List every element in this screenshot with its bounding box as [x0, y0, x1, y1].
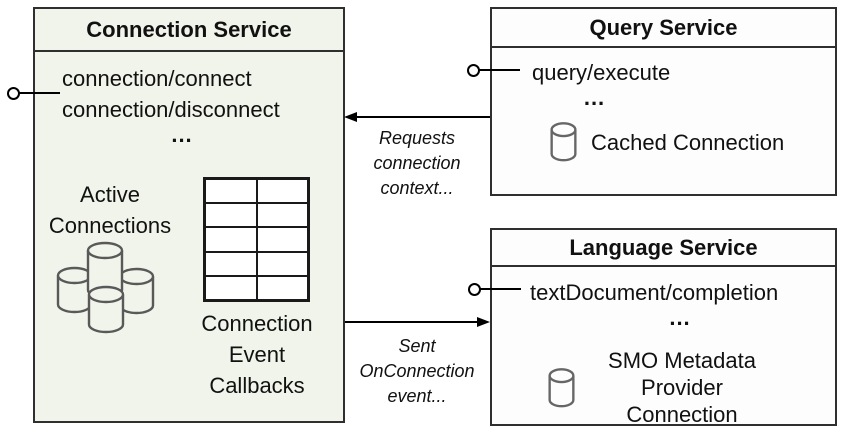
- table-cell: [205, 275, 257, 300]
- query-service-header: Query Service: [492, 9, 835, 48]
- table-cell: [205, 227, 257, 252]
- query-port-icon: [467, 64, 480, 77]
- table-cell: [256, 179, 308, 204]
- requests-arrow-line: [357, 116, 490, 118]
- language-methods: textDocument/completion ...: [530, 277, 830, 330]
- sent-arrowhead-icon: [477, 317, 490, 327]
- method-connection-disconnect: connection/disconnect: [62, 97, 280, 122]
- language-port-line: [479, 288, 521, 290]
- table-cell: [205, 179, 257, 204]
- cached-connection-label: Cached Connection: [591, 129, 785, 155]
- database-cluster-icon: [56, 241, 155, 334]
- connection-table: [203, 177, 310, 302]
- methods-ellipsis: ...: [583, 85, 606, 110]
- table-cell: [256, 275, 308, 300]
- database-icon: [550, 122, 577, 162]
- smo-provider-label: SMO Metadata Provider Connection: [608, 348, 756, 427]
- language-service-box: Language Service textDocument/completion…: [490, 228, 837, 428]
- sent-arrow-line: [345, 321, 478, 323]
- methods-ellipsis: ...: [669, 305, 691, 330]
- query-service-title: Query Service: [589, 14, 738, 40]
- connection-port-line: [18, 92, 60, 94]
- table-cell: [256, 251, 308, 276]
- table-cell: [205, 251, 257, 276]
- sent-arrow-label: Sent OnConnection event...: [359, 336, 475, 406]
- connection-event-callbacks-label: Connection Event Callbacks: [201, 311, 313, 398]
- method-connection-connect: connection/connect: [62, 66, 252, 91]
- table-cell: [256, 203, 308, 228]
- query-service-box: Query Service query/execute ... Cached C…: [490, 7, 837, 196]
- database-icon: [548, 367, 575, 407]
- requests-arrow-label: Requests connection context...: [373, 128, 461, 198]
- methods-ellipsis: ...: [171, 122, 193, 147]
- language-port-icon: [468, 283, 481, 296]
- language-service-title: Language Service: [569, 234, 758, 260]
- method-textdocument-completion: textDocument/completion: [530, 280, 779, 305]
- requests-arrowhead-icon: [344, 112, 357, 122]
- query-port-line: [478, 69, 520, 71]
- table-cell: [205, 203, 257, 228]
- query-methods: query/execute ...: [532, 57, 671, 110]
- connection-service-box: Connection Service connection/connect co…: [33, 7, 345, 423]
- connection-port-icon: [7, 87, 20, 100]
- cached-connection-row: Cached Connection: [548, 121, 784, 163]
- method-query-execute: query/execute: [532, 60, 671, 85]
- table-cell: [256, 227, 308, 252]
- connection-service-header: Connection Service: [35, 9, 343, 52]
- connection-methods: connection/connect connection/disconnect…: [62, 63, 302, 147]
- connection-service-title: Connection Service: [86, 16, 292, 42]
- language-service-header: Language Service: [492, 230, 835, 267]
- smo-provider-row: SMO Metadata Provider Connection: [546, 347, 777, 428]
- active-connections-label: Active Connections: [48, 182, 172, 238]
